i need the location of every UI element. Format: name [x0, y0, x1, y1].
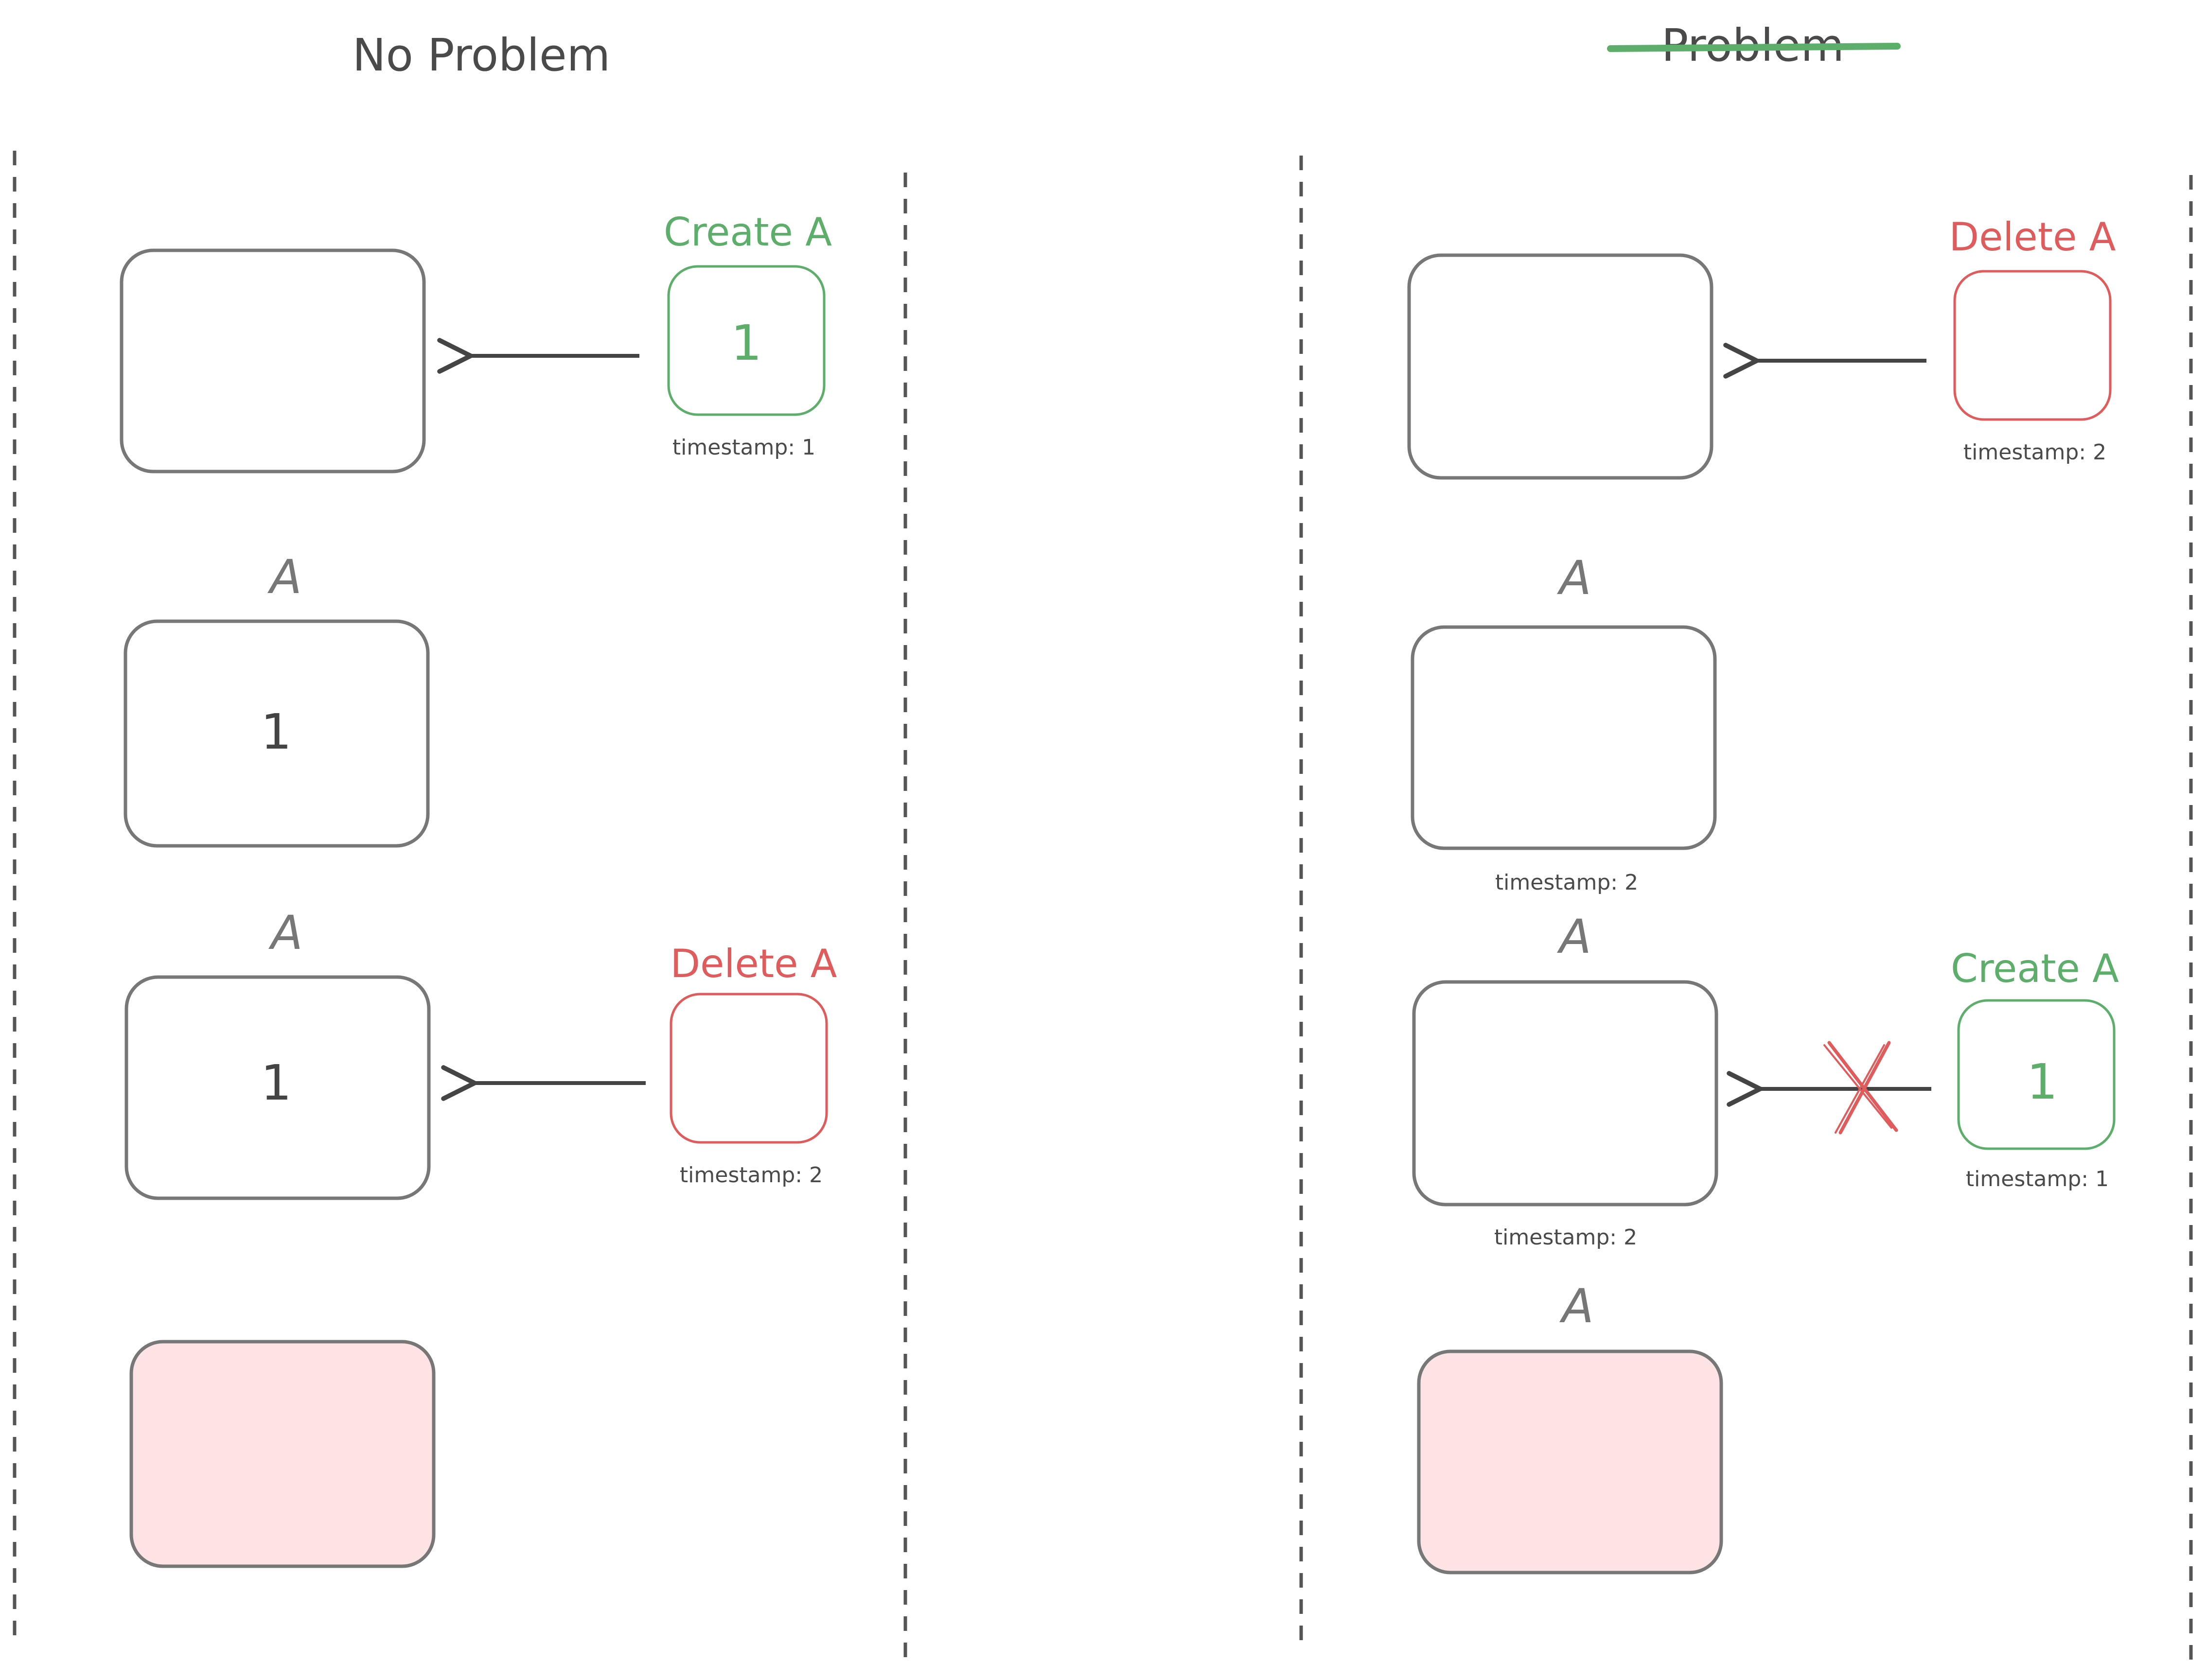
deleted-state-box: [129, 1340, 436, 1568]
operation-timestamp: timestamp: 2: [1963, 440, 2106, 465]
state-box: [124, 619, 430, 848]
state-value: 1: [261, 1054, 292, 1111]
state-timestamp: timestamp: 2: [1495, 870, 1638, 895]
cell-label: A: [1556, 551, 1591, 605]
title-strikethrough: [1607, 43, 1901, 52]
operation-label: Delete A: [670, 941, 837, 986]
cell-label: A: [268, 906, 303, 960]
operation-timestamp: timestamp: 2: [680, 1163, 823, 1188]
rejected-cross-icon: [1823, 1041, 1898, 1135]
state-box: [120, 248, 426, 473]
cell-label: A: [1559, 1279, 1594, 1333]
operation-box: [670, 993, 828, 1144]
state-value: 1: [261, 703, 292, 760]
cell-label: A: [267, 550, 302, 604]
operation-timestamp: timestamp: 1: [672, 435, 815, 460]
state-box: [1412, 980, 1718, 1207]
operation-value: 1: [731, 315, 762, 371]
operation-label: Create A: [664, 210, 832, 255]
left-panel-title: No Problem: [353, 29, 610, 81]
operation-label: Create A: [1951, 946, 2119, 991]
operation-label: Delete A: [1949, 214, 2116, 260]
operation-box: [1953, 270, 2112, 421]
cell-label: A: [1556, 910, 1591, 964]
state-timestamp: timestamp: 2: [1494, 1225, 1637, 1250]
operation-box: [667, 265, 826, 416]
operation-box: [1957, 999, 2116, 1150]
state-box: [124, 975, 431, 1200]
state-box: [1411, 625, 1717, 850]
operation-timestamp: timestamp: 1: [1966, 1167, 2109, 1191]
state-box: [1407, 253, 1713, 480]
operation-value: 1: [2027, 1053, 2058, 1110]
deleted-state-box: [1417, 1349, 1723, 1575]
